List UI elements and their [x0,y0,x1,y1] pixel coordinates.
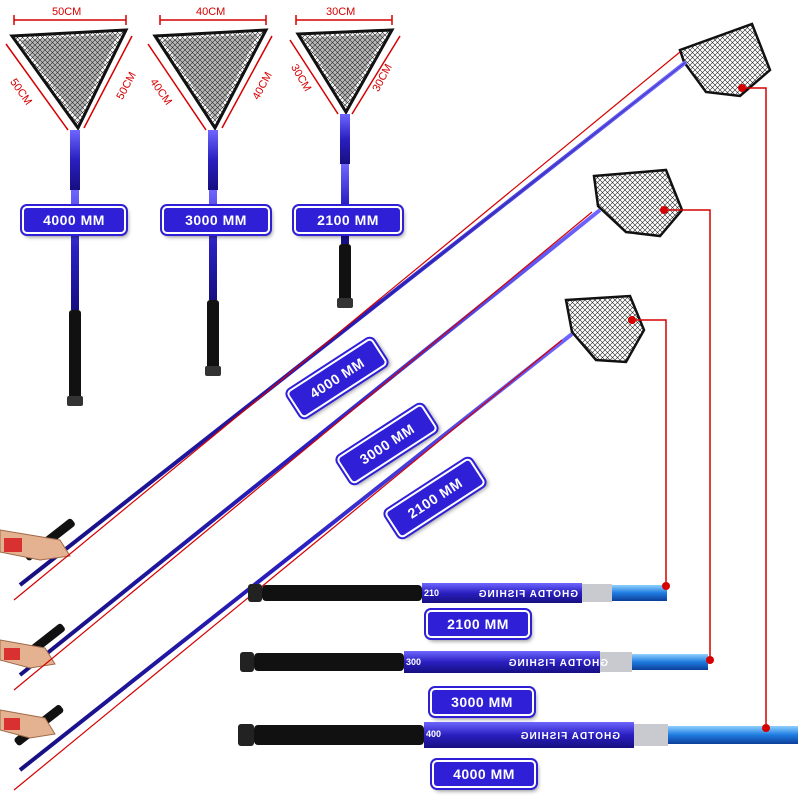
collapsed-length-badge-2100: 2100 MM [426,610,530,638]
connector-lines [634,87,767,728]
folded-net-40cm [152,28,269,376]
collapsed-handle-210: GHOTDA FISHING [248,583,667,603]
collapsed-handle-400: GHOTDA FISHING [238,722,798,748]
collapsed-length-badge-3000: 3000 MM [430,688,534,716]
length-badge-net-2: 3000 MM [162,206,270,234]
handle-400-brand-text: GHOTDA FISHING [520,731,620,742]
width-label-net-3: 30CM [326,6,356,18]
connector-dots [628,84,770,732]
handle-400-model: 400 [426,729,442,739]
length-badge-net-3: 2100 MM [294,206,402,234]
extended-pole-4000 [18,22,772,587]
width-label-net-2: 40CM [196,6,226,18]
collapsed-length-badge-4000: 4000 MM [432,760,536,788]
handle-210-brand-text: GHOTDA FISHING [478,589,578,600]
collapsed-handle-300: GHOTDA FISHING [240,651,708,673]
length-indicator-lines [13,51,681,791]
folded-net-30cm [295,28,395,308]
length-badge-net-1: 4000 MM [22,206,126,234]
handle-300-model: 300 [406,657,422,667]
handle-300-brand-text: GHOTDA FISHING [508,658,608,669]
dimension-lines [5,15,401,131]
folded-net-50cm [9,28,129,406]
width-label-net-1: 50CM [52,6,82,18]
hands [0,529,71,739]
handle-210-model: 210 [424,588,440,598]
